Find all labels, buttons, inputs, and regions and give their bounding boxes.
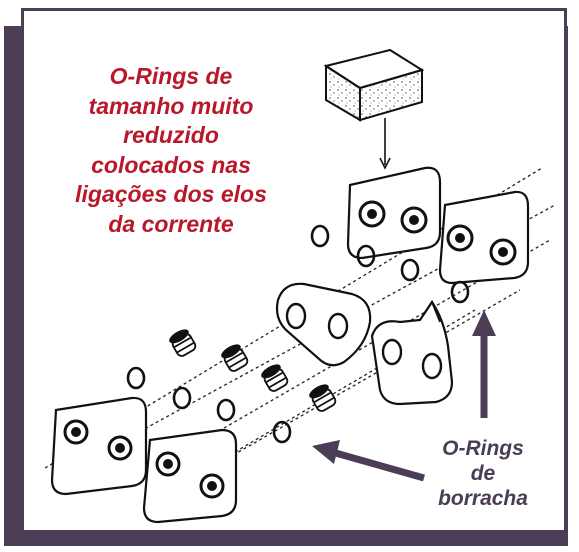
- side-plate-top-left: [346, 166, 442, 260]
- arrow-left: [331, 448, 425, 482]
- o-ring: [272, 420, 292, 444]
- callout-bottom-line: de: [470, 462, 496, 485]
- callout-bottom-text: O-Rings de borracha: [420, 436, 546, 511]
- o-ring: [400, 258, 420, 282]
- callout-top-line: reduzido: [123, 122, 219, 148]
- o-ring: [310, 224, 330, 248]
- callout-top-line: ligações dos elos: [75, 181, 267, 207]
- cutter-tooth: [370, 300, 454, 406]
- o-ring: [216, 398, 236, 422]
- side-plate-bottom-left: [50, 396, 148, 496]
- callout-top-text: O-Rings de tamanho muito reduzido coloca…: [40, 62, 302, 239]
- callout-top-line: da corrente: [108, 210, 234, 237]
- o-ring: [450, 280, 470, 304]
- rivet: [169, 329, 197, 357]
- callout-bottom-line: borracha: [438, 487, 528, 510]
- callout-top-line: colocados nas: [91, 151, 251, 178]
- side-plate-top-right: [438, 190, 530, 285]
- callout-arrows: [312, 310, 496, 482]
- center-tie-strap: [275, 282, 372, 367]
- o-ring: [172, 386, 192, 410]
- stone-pointer-tip: [379, 157, 391, 170]
- arrow-left-head: [312, 440, 340, 464]
- callout-bottom-line: O-Rings: [442, 437, 524, 460]
- arrow-up-head: [472, 310, 496, 336]
- grinding-stone-block: [323, 48, 425, 122]
- rivet: [221, 344, 249, 372]
- o-ring: [126, 366, 146, 390]
- rivet: [309, 384, 337, 412]
- callout-top-line: tamanho muito: [88, 92, 254, 119]
- rivets: [169, 329, 337, 412]
- o-rings: [126, 224, 470, 444]
- rivet: [261, 364, 289, 392]
- o-ring: [356, 244, 376, 268]
- side-plate-bottom-right: [142, 428, 238, 524]
- callout-top-line: O-Rings de: [109, 63, 233, 89]
